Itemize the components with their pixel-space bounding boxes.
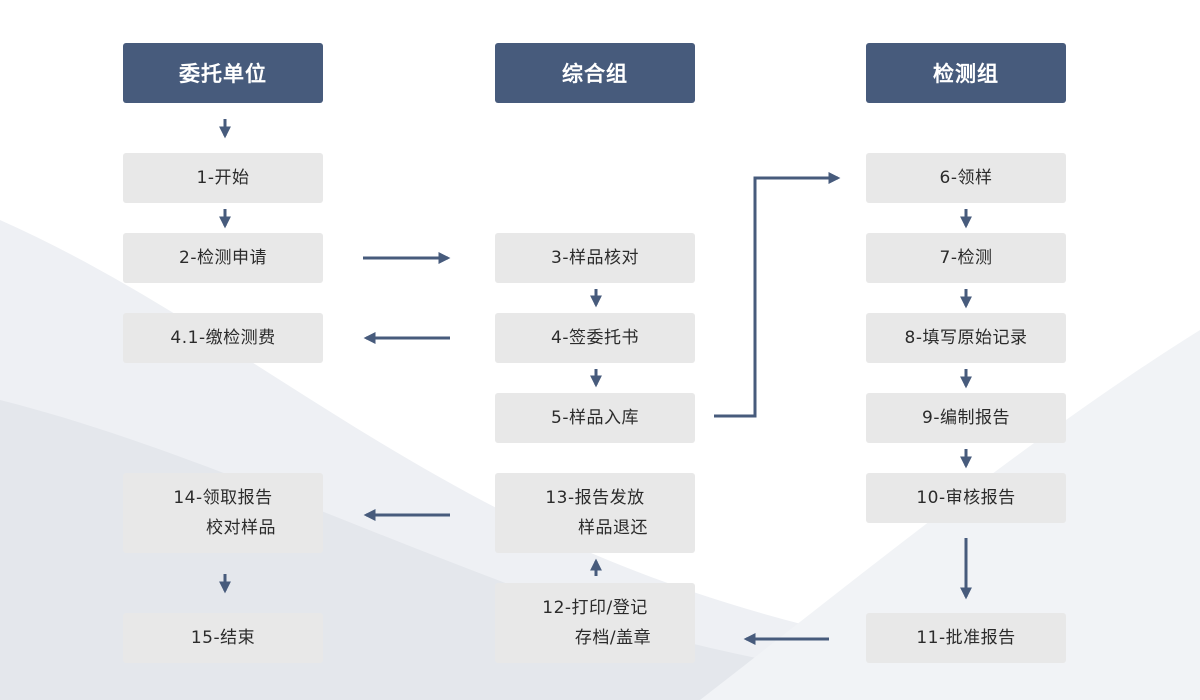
step-label: 4.1-缴检测费 — [170, 328, 276, 348]
step-label: 8-填写原始记录 — [904, 328, 1028, 348]
lane-header-client-label: 委托单位 — [179, 62, 267, 86]
step-label: 5-样品入库 — [551, 408, 639, 428]
step-4-sign-contract: 4-签委托书 — [495, 313, 695, 363]
step-label: 15-结束 — [190, 628, 256, 648]
step-12-print-register: 12-打印/登记 存档/盖章 — [495, 583, 695, 663]
step-label: 12-打印/登记 — [542, 598, 648, 618]
lane-header-testing-label: 检测组 — [933, 62, 999, 86]
step-label: 9-编制报告 — [922, 408, 1010, 428]
step-label: 13-报告发放 — [545, 488, 645, 508]
step-10-review-report: 10-审核报告 — [866, 473, 1066, 523]
step-label: 7-检测 — [939, 248, 993, 268]
lane-header-general-label: 综合组 — [562, 62, 628, 86]
step-label: 10-审核报告 — [916, 488, 1016, 508]
step-label: 14-领取报告 — [173, 488, 273, 508]
step-2-apply: 2-检测申请 — [123, 233, 323, 283]
step-11-approve-report: 11-批准报告 — [866, 613, 1066, 663]
step-13-issue-report: 13-报告发放 样品退还 — [495, 473, 695, 553]
step-14-collect-report: 14-领取报告 校对样品 — [123, 473, 323, 553]
step-label-line2: 存档/盖章 — [574, 628, 652, 648]
step-label: 11-批准报告 — [916, 628, 1016, 648]
step-5-store-sample: 5-样品入库 — [495, 393, 695, 443]
step-3-check-sample: 3-样品核对 — [495, 233, 695, 283]
step-4-1-pay-fee: 4.1-缴检测费 — [123, 313, 323, 363]
step-8-fill-records: 8-填写原始记录 — [866, 313, 1066, 363]
step-label-line2: 样品退还 — [578, 518, 648, 538]
lane-header-general: 综合组 — [495, 43, 695, 103]
step-label-line2: 校对样品 — [206, 518, 276, 538]
step-6-receive-sample: 6-领样 — [866, 153, 1066, 203]
lane-header-testing: 检测组 — [866, 43, 1066, 103]
step-label: 1-开始 — [196, 168, 250, 188]
step-1-start: 1-开始 — [123, 153, 323, 203]
step-label: 2-检测申请 — [179, 248, 267, 268]
step-9-compile-report: 9-编制报告 — [866, 393, 1066, 443]
step-label: 3-样品核对 — [551, 248, 639, 268]
lane-header-client: 委托单位 — [123, 43, 323, 103]
step-label: 4-签委托书 — [551, 328, 639, 348]
step-15-end: 15-结束 — [123, 613, 323, 663]
step-7-test: 7-检测 — [866, 233, 1066, 283]
step-label: 6-领样 — [939, 168, 993, 188]
